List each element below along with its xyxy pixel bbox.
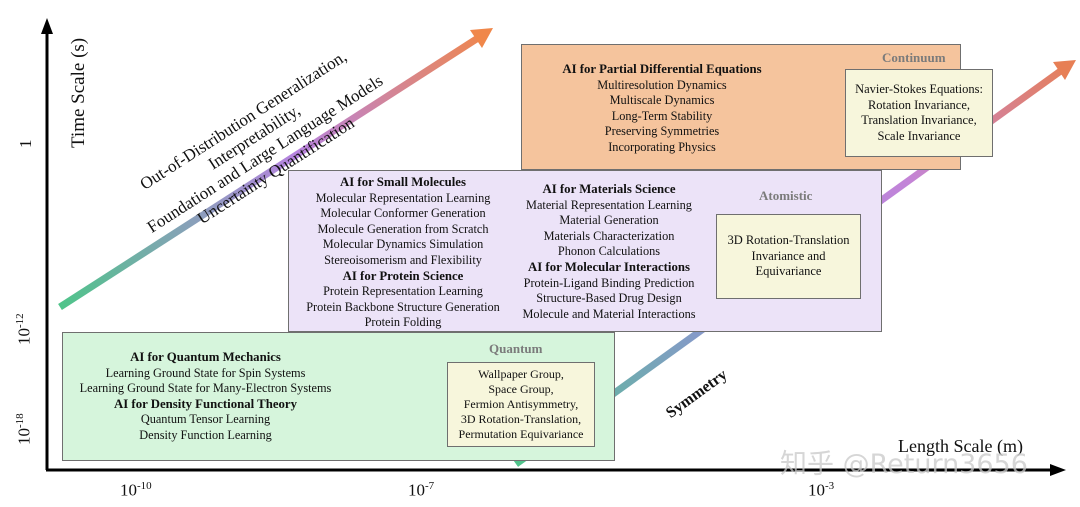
y-tick-1e-18-base: 10 bbox=[14, 428, 34, 445]
x-tick-1e-10-base: 10 bbox=[120, 480, 137, 500]
small-molecules-protein-block: AI for Small Molecules Molecular Represe… bbox=[291, 175, 515, 331]
protein-science-heading: AI for Protein Science bbox=[342, 268, 464, 283]
small-molecules-item: Molecular Dynamics Simulation bbox=[322, 237, 484, 252]
small-molecules-heading: AI for Small Molecules bbox=[340, 175, 466, 189]
x-tick-1e-7-exp: -7 bbox=[425, 480, 435, 492]
x-tick-1e-3: 10-3 bbox=[808, 480, 834, 501]
x-tick-1e-10: 10-10 bbox=[120, 480, 152, 501]
quantum-mechanics-heading: AI for Quantum Mechanics bbox=[130, 350, 281, 364]
continuum-title: Continuum bbox=[882, 50, 946, 65]
pde-item: Preserving Symmetries bbox=[604, 124, 720, 139]
quantum-symmetry-box: Wallpaper Group, Space Group, Fermion An… bbox=[447, 362, 595, 447]
materials-science-item: Material Generation bbox=[559, 213, 659, 228]
challenges-arrow bbox=[58, 28, 493, 310]
quantum-symmetry-line: Permutation Equivariance bbox=[458, 427, 584, 441]
y-tick-1e-18: 10-18 bbox=[14, 413, 35, 445]
dft-heading: AI for Density Functional Theory bbox=[114, 396, 297, 411]
y-tick-1: 1 bbox=[16, 140, 36, 149]
quantum-block: AI for Quantum Mechanics Learning Ground… bbox=[73, 350, 338, 444]
continuum-symmetry-line: Navier-Stokes Equations: bbox=[855, 82, 983, 96]
pde-block: AI for Partial Differential Equations Mu… bbox=[542, 62, 782, 156]
molecular-interactions-heading: AI for Molecular Interactions bbox=[528, 259, 690, 274]
molecular-interactions-item: Molecule and Material Interactions bbox=[522, 306, 696, 321]
y-tick-1e-12-exp: -12 bbox=[14, 313, 26, 328]
quantum-symmetry-line: 3D Rotation-Translation, bbox=[460, 412, 582, 426]
continuum-symmetry-line: Translation Invariance, bbox=[861, 113, 977, 127]
continuum-symmetry-line: Rotation Invariance, bbox=[867, 97, 971, 112]
materials-interactions-block: AI for Materials Science Material Repres… bbox=[509, 182, 709, 322]
materials-science-heading: AI for Materials Science bbox=[542, 182, 676, 196]
continuum-region: Continuum AI for Partial Differential Eq… bbox=[521, 44, 993, 170]
materials-science-item: Materials Characterization bbox=[543, 228, 675, 243]
x-tick-1e-7: 10-7 bbox=[408, 480, 434, 501]
y-tick-1e-18-exp: -18 bbox=[14, 413, 26, 428]
x-tick-1e-7-base: 10 bbox=[408, 480, 425, 500]
molecular-interactions-item: Protein-Ligand Binding Prediction bbox=[523, 275, 695, 290]
dft-item: Quantum Tensor Learning bbox=[140, 412, 271, 427]
pde-item: Long-Term Stability bbox=[611, 108, 713, 123]
protein-science-item: Protein Folding bbox=[364, 315, 442, 330]
atomistic-title: Atomistic bbox=[759, 188, 813, 203]
small-molecules-item: Molecular Conformer Generation bbox=[320, 206, 486, 221]
atomistic-symmetry-box: 3D Rotation-Translation Invariance and E… bbox=[716, 214, 861, 299]
continuum-symmetry-box: Navier-Stokes Equations: Rotation Invari… bbox=[845, 69, 993, 157]
atomistic-symmetry-line: Invariance and bbox=[751, 248, 826, 263]
quantum-mechanics-item: Learning Ground State for Spin Systems bbox=[105, 365, 306, 380]
materials-science-item: Phonon Calculations bbox=[557, 244, 661, 259]
materials-science-item: Material Representation Learning bbox=[526, 197, 692, 212]
x-tick-1e-10-exp: -10 bbox=[137, 480, 152, 492]
protein-science-item: Protein Backbone Structure Generation bbox=[306, 299, 500, 314]
y-axis-label: Time Scale (s) bbox=[68, 37, 89, 148]
atomistic-region: Atomistic AI for Small Molecules Molecul… bbox=[288, 170, 882, 332]
quantum-symmetry-line: Space Group, bbox=[488, 382, 554, 396]
small-molecules-item: Stereoisomerism and Flexibility bbox=[324, 252, 482, 267]
y-tick-1e-12-base: 10 bbox=[14, 328, 34, 345]
quantum-region: Quantum AI for Quantum Mechanics Learnin… bbox=[62, 332, 615, 461]
quantum-title: Quantum bbox=[489, 341, 543, 356]
x-tick-1e-3-base: 10 bbox=[808, 480, 825, 500]
y-tick-1-base: 1 bbox=[16, 139, 35, 149]
pde-item: Incorporating Physics bbox=[608, 139, 716, 154]
quantum-symmetry-line: Fermion Antisymmetry, bbox=[463, 397, 579, 411]
pde-heading: AI for Partial Differential Equations bbox=[562, 62, 762, 76]
dft-item: Density Function Learning bbox=[139, 427, 272, 442]
x-axis bbox=[46, 464, 1066, 476]
pde-item: Multiscale Dynamics bbox=[609, 93, 715, 108]
protein-science-item: Protein Representation Learning bbox=[323, 284, 483, 299]
pde-item: Multiresolution Dynamics bbox=[597, 77, 727, 92]
continuum-symmetry-line: Scale Invariance bbox=[877, 128, 961, 143]
small-molecules-item: Molecular Representation Learning bbox=[315, 190, 491, 205]
watermark: 知乎 @Return3656 bbox=[780, 449, 1028, 480]
molecular-interactions-item: Structure-Based Drug Design bbox=[536, 291, 682, 306]
x-tick-1e-3-exp: -3 bbox=[825, 480, 835, 492]
x-axis-label: Length Scale (m) bbox=[898, 436, 1023, 456]
quantum-symmetry-line: Wallpaper Group, bbox=[478, 367, 564, 381]
y-tick-1e-12: 10-12 bbox=[14, 313, 35, 345]
atomistic-symmetry-line: 3D Rotation-Translation bbox=[727, 233, 850, 248]
y-axis bbox=[41, 18, 53, 470]
small-molecules-item: Molecule Generation from Scratch bbox=[317, 221, 489, 236]
quantum-mechanics-item: Learning Ground State for Many-Electron … bbox=[79, 381, 332, 396]
atomistic-symmetry-line: Equivariance bbox=[755, 264, 822, 279]
